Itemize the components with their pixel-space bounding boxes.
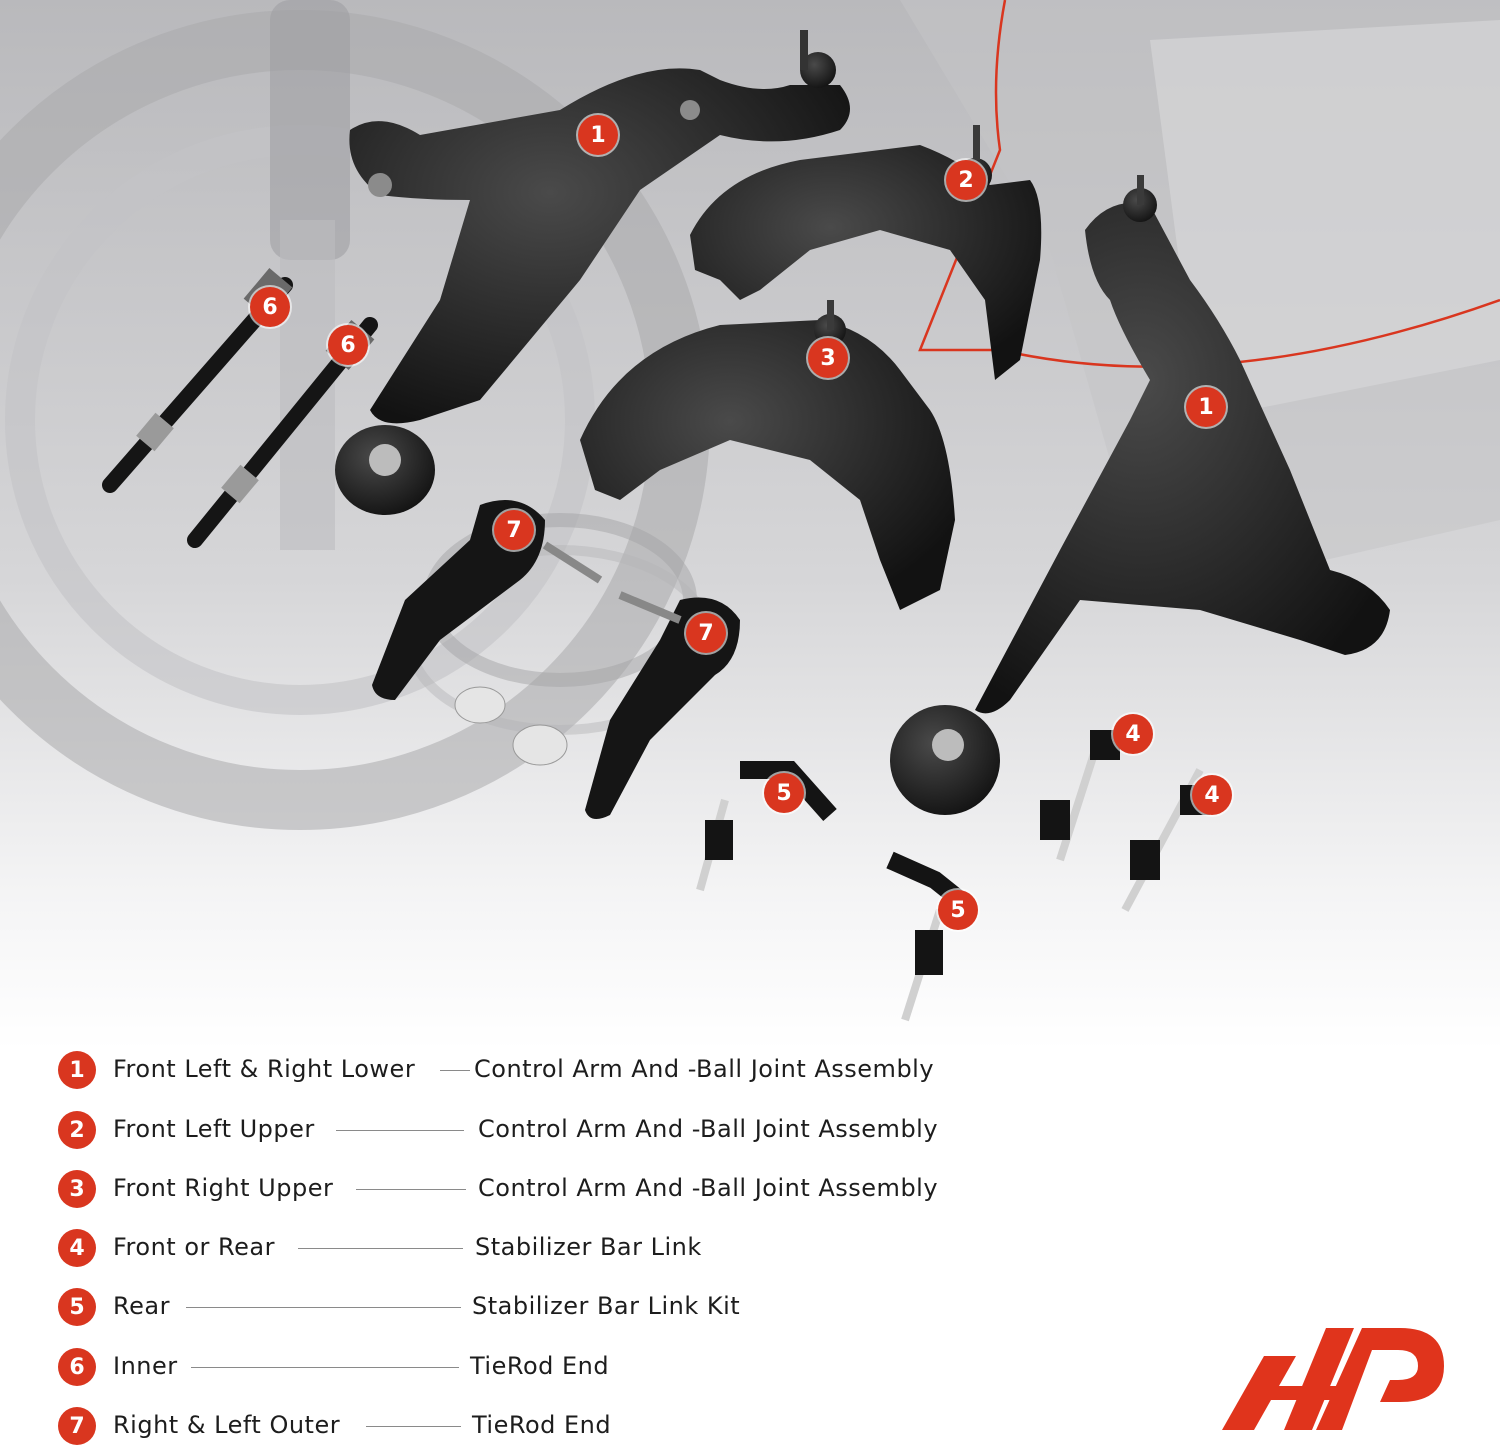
legend-number: 2 (58, 1111, 96, 1149)
legend-label: Right & Left Outer (113, 1411, 341, 1439)
callout-badge: 2 (946, 160, 986, 200)
legend-description: Control Arm And -Ball Joint Assembly (478, 1174, 939, 1202)
leader-line (440, 1070, 470, 1071)
legend-description: Control Arm And -Ball Joint Assembly (478, 1115, 939, 1143)
leader-line (186, 1307, 461, 1308)
legend-description: Stabilizer Bar Link Kit (472, 1292, 741, 1320)
legend-description: TieRod End (472, 1411, 612, 1439)
lower-control-arm-left (335, 30, 850, 515)
legend-row: 4 Front or Rear Stabilizer Bar Link (58, 1228, 1018, 1268)
legend-number: 3 (58, 1170, 96, 1208)
leader-line (366, 1426, 461, 1427)
legend-number: 6 (58, 1348, 96, 1386)
zoom-indicator (918, 0, 1500, 368)
legend-number: 4 (58, 1229, 96, 1267)
leader-line (336, 1130, 464, 1131)
callout-badge: 1 (1186, 387, 1226, 427)
product-scene (0, 0, 1500, 1050)
legend-number: 1 (58, 1051, 96, 1089)
callout-badge: 7 (686, 613, 726, 653)
legend-description: Control Arm And -Ball Joint Assembly (474, 1055, 935, 1083)
legend-row: 7 Right & Left Outer TieRod End (58, 1406, 1018, 1446)
callout-badge: 4 (1192, 775, 1232, 815)
legend-label: Inner (113, 1352, 178, 1380)
legend-row: 6 Inner TieRod End (58, 1347, 1018, 1387)
legend-description: Stabilizer Bar Link (475, 1233, 702, 1261)
callout-badge: 6 (250, 287, 290, 327)
callout-badge: 3 (808, 338, 848, 378)
leader-line (356, 1189, 466, 1190)
legend-number: 7 (58, 1407, 96, 1445)
legend-row: 3 Front Right Upper Control Arm And -Bal… (58, 1169, 1018, 1209)
callout-badge: 6 (328, 325, 368, 365)
legend-label: Front or Rear (113, 1233, 275, 1261)
legend-label: Front Left & Right Lower (113, 1055, 416, 1083)
callout-badge: 5 (938, 890, 978, 930)
legend-label: Front Left Upper (113, 1115, 315, 1143)
lower-control-arm-right (890, 175, 1390, 815)
a-premium-logo-icon (1222, 1328, 1444, 1430)
legend-description: TieRod End (470, 1352, 610, 1380)
legend-number: 5 (58, 1288, 96, 1326)
outer-tie-rod-ends (372, 500, 740, 819)
legend-label: Front Right Upper (113, 1174, 334, 1202)
callout-badge: 4 (1113, 714, 1153, 754)
callout-badge: 1 (578, 115, 618, 155)
callout-badge: 5 (764, 773, 804, 813)
leader-line (191, 1367, 459, 1368)
legend-row: 5 Rear Stabilizer Bar Link Kit (58, 1287, 1018, 1327)
legend-row: 2 Front Left Upper Control Arm And -Ball… (58, 1110, 1018, 1150)
callout-badges: 1 2 6 6 3 1 7 7 4 5 4 5 (250, 115, 1232, 930)
callout-badge: 7 (494, 510, 534, 550)
legend-label: Rear (113, 1292, 170, 1320)
legend-row: 1 Front Left & Right Lower Control Arm A… (58, 1050, 1018, 1090)
leader-line (298, 1248, 463, 1249)
